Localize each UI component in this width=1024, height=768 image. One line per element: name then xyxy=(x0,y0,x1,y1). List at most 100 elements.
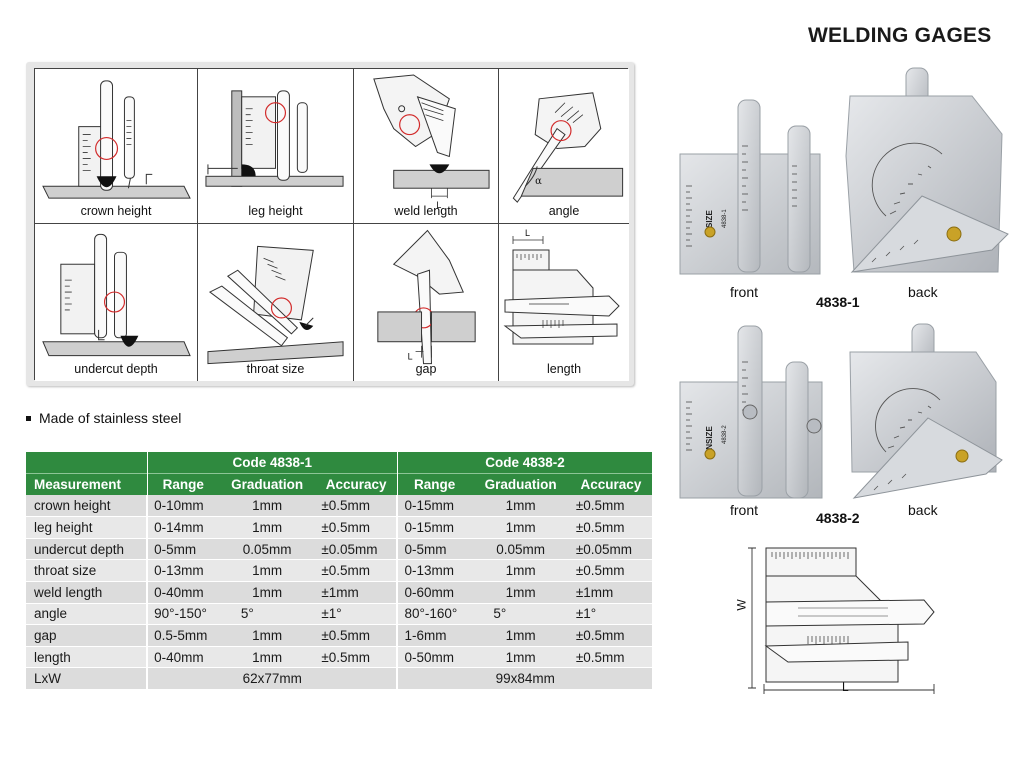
table-cell: 0-10mm xyxy=(146,495,219,518)
column-header: Graduation xyxy=(218,473,316,496)
table-row-lxw: LxW 62x77mm 99x84mm xyxy=(26,667,652,691)
illustration-weld-length: L weld length xyxy=(354,69,499,224)
table-cell: 1mm xyxy=(471,495,570,518)
table-cell: 5° xyxy=(218,603,316,626)
table-cell: crown height xyxy=(26,495,148,518)
illustration-leg-height: leg height xyxy=(198,69,354,224)
illustration-caption: throat size xyxy=(246,362,305,376)
table-cell: ±0.5mm xyxy=(315,624,398,647)
table-cell: leg height xyxy=(26,516,148,539)
table-cell: ±0.5mm xyxy=(315,495,398,518)
table-cell: angle xyxy=(26,603,148,626)
table-cell: 0-13mm xyxy=(146,559,219,583)
column-header: Range xyxy=(396,473,472,496)
illustration-caption: weld length xyxy=(394,204,458,218)
table-row: angle 90°-150° 5° ±1° 80°-160° 5° ±1° xyxy=(26,603,652,626)
table-cell: weld length xyxy=(26,581,148,604)
dimension-label-length: L xyxy=(842,680,849,694)
dimension-outline-icon xyxy=(748,547,935,694)
model-label-4838-2: 4838-2 xyxy=(816,510,860,526)
illustration-throat-size: throat size xyxy=(198,224,354,381)
column-header-row: Measurement Range Graduation Accuracy Ra… xyxy=(26,473,652,496)
table-cell: ±0.5mm xyxy=(569,646,652,669)
table-cell: ±0.5mm xyxy=(569,495,652,518)
illustration-caption: length xyxy=(546,362,582,376)
illustration-caption: leg height xyxy=(248,204,303,218)
leg-height-illustration-icon xyxy=(205,90,344,187)
bullet-square-icon xyxy=(26,415,31,421)
illustration-undercut-depth: undercut depth xyxy=(35,224,198,381)
gap-l-label: L xyxy=(408,352,413,362)
product-photo-4838-2-front: INSIZE 4838-2 xyxy=(676,322,826,500)
brand-logo-text: INSIZE xyxy=(705,210,714,236)
page-title: WELDING GAGES xyxy=(808,24,992,47)
weld-length-l-label: L xyxy=(436,200,441,210)
table-cell: 0.05mm xyxy=(471,538,570,561)
table-cell: 0-13mm xyxy=(396,559,472,583)
gauge-back-photo-icon xyxy=(845,67,1009,273)
table-row: gap 0.5-5mm 1mm ±0.5mm 1-6mm 1mm ±0.5mm xyxy=(26,624,652,647)
crown-height-illustration-icon xyxy=(42,80,191,199)
table-cell: 1mm xyxy=(218,624,316,647)
angle-illustration-icon: α xyxy=(512,92,624,203)
table-cell: LxW xyxy=(26,667,148,691)
illustration-panel: crown height leg height xyxy=(26,62,634,386)
table-cell: 1-6mm xyxy=(396,624,472,647)
feature-bullet: Made of stainless steel xyxy=(26,410,181,426)
code-mark-text: 4838-1 xyxy=(722,209,728,228)
table-cell: ±0.5mm xyxy=(569,516,652,539)
gauge-back-photo-icon xyxy=(849,323,1003,499)
table-cell: ±0.5mm xyxy=(315,646,398,669)
code-header-4838-1: Code 4838-1 xyxy=(146,452,398,474)
photo-caption-front-2: front xyxy=(730,502,759,518)
table-cell: 1mm xyxy=(471,559,570,583)
product-photo-4838-1-back xyxy=(842,66,1010,278)
table-cell: 1mm xyxy=(218,646,316,669)
table-cell: ±0.5mm xyxy=(315,559,398,583)
column-header: Range xyxy=(146,473,219,496)
table-cell: gap xyxy=(26,624,148,647)
illustration-grid: crown height leg height xyxy=(34,68,629,381)
table-cell: 0.05mm xyxy=(218,538,316,561)
code-header-row: Code 4838-1 Code 4838-2 xyxy=(26,452,652,474)
length-l-label: L xyxy=(525,228,530,238)
table-row: weld length 0-40mm 1mm ±1mm 0-60mm 1mm ±… xyxy=(26,581,652,604)
table-cell: 0-5mm xyxy=(396,538,472,561)
product-photo-4838-2-back xyxy=(846,322,1008,502)
table-row: leg height 0-14mm 1mm ±0.5mm 0-15mm 1mm … xyxy=(26,516,652,539)
illustration-crown-height: crown height xyxy=(35,69,198,224)
table-cell: ±0.5mm xyxy=(569,624,652,647)
illustration-caption: gap xyxy=(415,362,437,376)
column-header: Accuracy xyxy=(569,473,652,496)
table-cell: 1mm xyxy=(218,495,316,518)
table-cell: ±0.5mm xyxy=(569,559,652,583)
dimension-diagram: W L xyxy=(734,542,958,694)
model-label-4838-1: 4838-1 xyxy=(816,294,860,310)
table-cell: 1mm xyxy=(471,581,570,604)
specification-table: Code 4838-1 Code 4838-2 Measurement Rang… xyxy=(26,452,652,691)
table-cell: 0-5mm xyxy=(146,538,219,561)
table-cell: 1mm xyxy=(471,516,570,539)
table-cell: 1mm xyxy=(471,646,570,669)
illustration-angle: α angle xyxy=(499,69,629,224)
column-header: Graduation xyxy=(471,473,570,496)
table-cell: 5° xyxy=(471,603,570,626)
table-cell: ±0.05mm xyxy=(569,538,652,561)
table-cell: 0-60mm xyxy=(396,581,472,604)
code-header-4838-2: Code 4838-2 xyxy=(396,452,652,474)
gauge-front-photo-icon: INSIZE 4838-2 xyxy=(679,325,823,499)
table-cell: ±0.5mm xyxy=(315,516,398,539)
feature-text: Made of stainless steel xyxy=(39,410,182,426)
table-cell: ±1mm xyxy=(315,581,398,604)
table-row: undercut depth 0-5mm 0.05mm ±0.05mm 0-5m… xyxy=(26,538,652,561)
table-cell: ±1° xyxy=(569,603,652,626)
column-header: Measurement xyxy=(26,473,148,496)
throat-size-illustration-icon xyxy=(207,245,344,365)
undercut-depth-illustration-icon xyxy=(42,233,191,357)
dimension-label-width: W xyxy=(734,599,749,611)
table-cell: 1mm xyxy=(471,624,570,647)
table-cell-lxw-2: 99x84mm xyxy=(396,667,652,691)
table-cell: 1mm xyxy=(218,581,316,604)
table-cell: 1mm xyxy=(218,559,316,583)
table-cell: 0.5-5mm xyxy=(146,624,219,647)
